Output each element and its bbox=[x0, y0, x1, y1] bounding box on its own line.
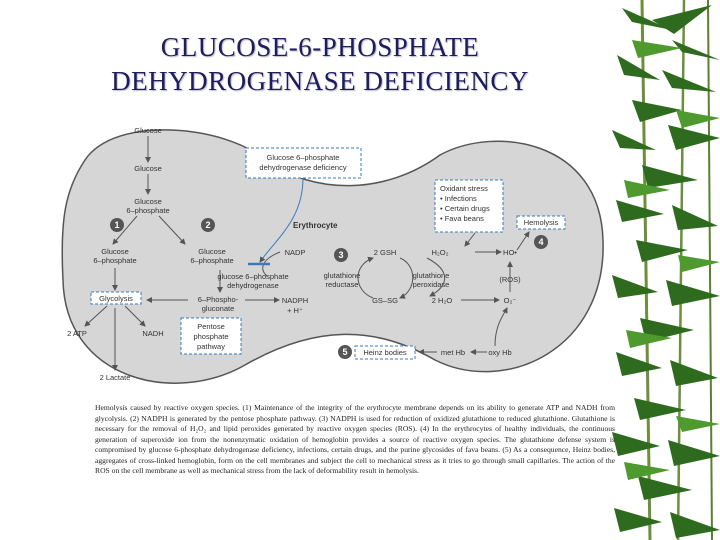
oxy-hb-label: oxy Hb bbox=[488, 348, 511, 357]
g6p-right-line1: Glucose bbox=[198, 247, 226, 256]
deficiency-pointer bbox=[259, 177, 304, 263]
glucose-top-label: Glucose bbox=[134, 126, 162, 135]
gr-line2: reductase bbox=[326, 280, 359, 289]
heinz-bodies-label: Heinz bodies bbox=[363, 348, 407, 357]
glycolysis-box bbox=[90, 291, 142, 305]
nadh-label: NADH bbox=[142, 329, 163, 338]
two-lactate-label: 2 Lactate bbox=[100, 373, 131, 382]
deficiency-line2: dehydrogenase deficiency bbox=[259, 163, 346, 172]
arrow bbox=[516, 231, 530, 251]
svg-text:5: 5 bbox=[342, 347, 347, 357]
ppp-line1: Pentose bbox=[197, 322, 225, 331]
glutathione-cycle-right bbox=[399, 257, 414, 299]
gp-line2: peroxidase bbox=[413, 280, 450, 289]
nadph-label: NADPH bbox=[282, 296, 308, 305]
arrow bbox=[112, 215, 138, 245]
glutathione-cycle-left bbox=[357, 256, 374, 299]
oxidant-title: Oxidant stress bbox=[440, 184, 488, 193]
g6p-left-line2: 6–phosphate bbox=[93, 256, 136, 265]
step-badge-5: 5 bbox=[338, 345, 352, 359]
ppp-line2: phosphate bbox=[193, 332, 228, 341]
svg-text:4: 4 bbox=[538, 237, 543, 247]
ppp-line3: pathway bbox=[197, 342, 225, 351]
step-badge-2: 2 bbox=[201, 218, 215, 232]
peroxide-arrow bbox=[426, 257, 446, 297]
g6p-right-line2: 6–phosphate bbox=[190, 256, 233, 265]
hemolysis-label: Hemolysis bbox=[524, 218, 559, 227]
g6pd-enzyme-line1: glucose 6–phosphate bbox=[217, 272, 288, 281]
svg-text:2: 2 bbox=[205, 220, 210, 230]
gr-line1: glutathione bbox=[324, 271, 361, 280]
oxidant-item-drugs: • Certain drugs bbox=[440, 204, 490, 213]
ho-radical-label: HO• bbox=[503, 248, 517, 257]
superoxide-from-oxyhb bbox=[494, 307, 508, 347]
two-gsh-label: 2 GSH bbox=[374, 248, 397, 257]
two-h2o-label: 2 H₂O bbox=[432, 296, 453, 305]
oxidant-item-infections: • Infections bbox=[440, 194, 477, 203]
step-badge-4: 4 bbox=[534, 235, 548, 249]
arrow bbox=[124, 305, 146, 327]
arrow bbox=[464, 232, 476, 247]
title-line-2: DEHYDROGENASE DEFICIENCY bbox=[111, 66, 529, 96]
glycolysis-label: Glycolysis bbox=[99, 294, 133, 303]
nadp-label: NADP bbox=[285, 248, 306, 257]
h-plus-label: + H⁺ bbox=[287, 306, 303, 315]
oxidant-item-fava: • Fava beans bbox=[440, 214, 484, 223]
pathway-diagram: Glucose Glucose Glucose 6–phosphate 1 2 … bbox=[61, 126, 604, 384]
phosphogluconate-line1: 6–Phospho- bbox=[198, 295, 239, 304]
arrow bbox=[158, 215, 186, 245]
step-badge-1: 1 bbox=[110, 218, 124, 232]
g6p-label-line2: 6–phosphate bbox=[126, 206, 169, 215]
gp-line1: glutathione bbox=[413, 271, 450, 280]
ppp-box bbox=[180, 317, 242, 355]
svg-text:3: 3 bbox=[338, 250, 343, 260]
hemolysis-box bbox=[516, 215, 566, 230]
gs-sg-label: GS–SG bbox=[372, 296, 398, 305]
title-line-1: GLUCOSE-6-PHOSPHATE bbox=[160, 32, 480, 62]
superoxide-label: O₂⁻ bbox=[504, 296, 517, 305]
g6p-label-line1: Glucose bbox=[134, 197, 162, 206]
erythrocyte-label: Erythrocyte bbox=[293, 221, 338, 230]
oxidant-stress-box bbox=[434, 179, 504, 233]
glucose-mid-label: Glucose bbox=[134, 164, 162, 173]
phosphogluconate-line2: gluconate bbox=[202, 304, 235, 313]
h2o2-label: H₂O₂ bbox=[431, 248, 448, 257]
heinz-bodies-box bbox=[354, 345, 416, 360]
svg-text:1: 1 bbox=[114, 220, 119, 230]
met-hb-label: met Hb bbox=[441, 348, 465, 357]
g6pd-enzyme-line2: dehydrogenase bbox=[227, 281, 279, 290]
slide-title: GLUCOSE-6-PHOSPHATE DEHYDROGENASE DEFICI… bbox=[0, 30, 640, 98]
figure-caption: Hemolysis caused by reactive oxygen spec… bbox=[95, 403, 615, 475]
bamboo-decoration bbox=[612, 0, 720, 540]
step-badge-3: 3 bbox=[334, 248, 348, 262]
g6p-left-line1: Glucose bbox=[101, 247, 129, 256]
two-atp-label: 2 ATP bbox=[67, 329, 87, 338]
arrow bbox=[84, 305, 108, 327]
deficiency-line1: Glucose 6–phosphate bbox=[267, 153, 340, 162]
